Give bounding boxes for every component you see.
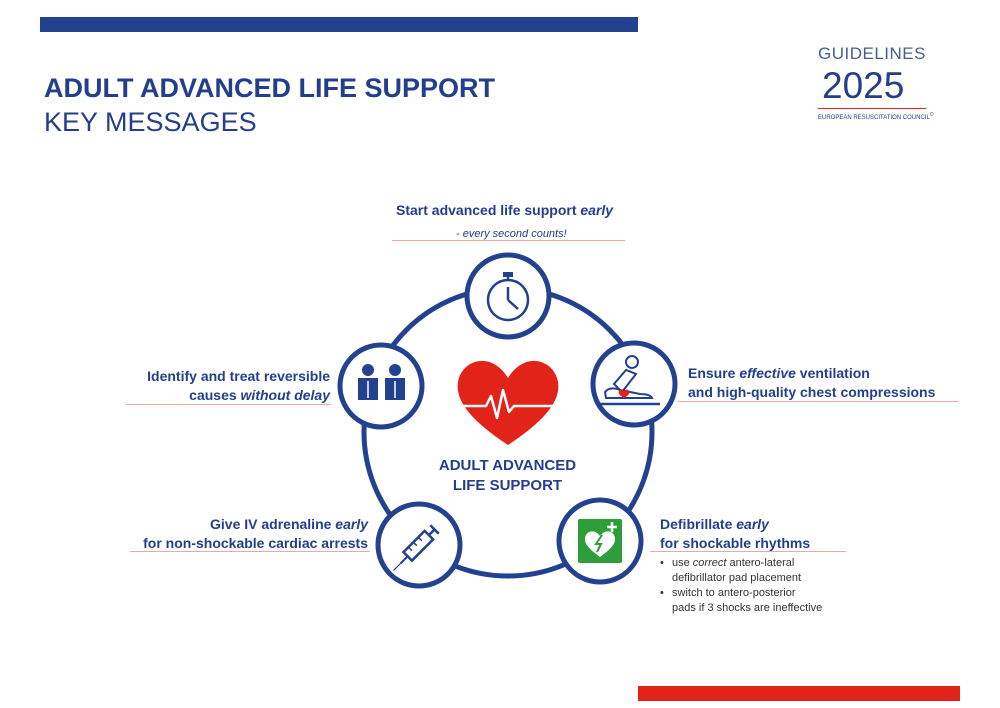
bullet-antero-posterior: switch to antero-posterior pads if 3 sho… [660, 586, 822, 616]
message-every-second: - every second counts! [456, 228, 567, 240]
syringe-icon [375, 501, 463, 589]
two-people-icon [337, 342, 425, 430]
page-title: ADULT ADVANCED LIFE SUPPORT [44, 73, 495, 103]
logo-org: EUROPEAN RESUSCITATION COUNCIL© [818, 112, 934, 121]
message-start-als: Start advanced life support early [396, 202, 614, 218]
message-reversible-causes: Identify and treat reversible causes wit… [147, 368, 330, 403]
center-label: ADULT ADVANCED LIFE SUPPORT [438, 457, 577, 494]
defibrillation-bullets: use correct antero-lateral defibrillator… [660, 556, 822, 616]
message-ventilation: Ensure effective ventilation and high-qu… [688, 365, 936, 400]
message-defibrillate: Defibrillate early for shockable rhythms [660, 516, 811, 551]
divider-bottom-left [130, 551, 370, 552]
divider-right [678, 401, 958, 402]
page-subtitle: KEY MESSAGES [44, 107, 257, 137]
top-accent-bar [40, 17, 638, 32]
divider-left [126, 404, 330, 405]
cpr-icon [590, 340, 678, 428]
aed-icon [556, 497, 644, 585]
bottom-accent-bar [638, 686, 960, 701]
guidelines-logo: GUIDELINES 2025 EUROPEAN RESUSCITATION C… [810, 44, 940, 124]
stopwatch-icon [464, 252, 552, 340]
heart-ecg-icon [457, 360, 559, 445]
divider-top [392, 240, 625, 241]
divider-bottom-right [650, 551, 846, 552]
logo-year: 2025 [822, 65, 905, 106]
logo-guidelines-text: GUIDELINES [818, 44, 926, 63]
bullet-pad-placement: use correct antero-lateral defibrillator… [660, 556, 822, 586]
logo-divider [818, 108, 926, 109]
message-adrenaline: Give IV adrenaline early for non-shockab… [143, 516, 368, 551]
